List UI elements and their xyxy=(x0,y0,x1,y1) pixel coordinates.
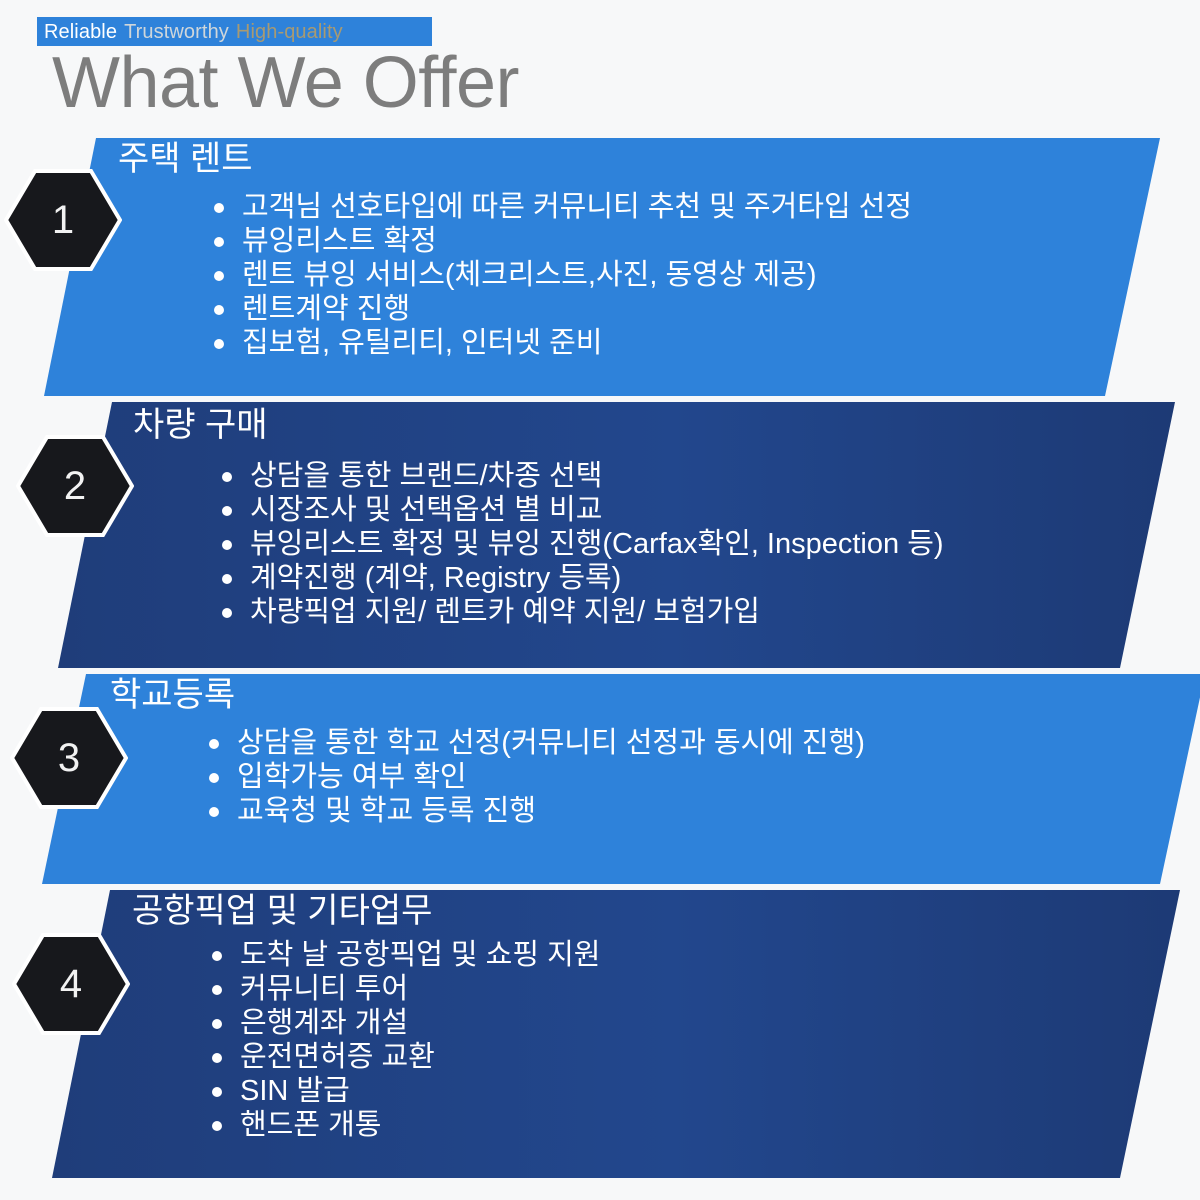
section-bullets-1: 고객님 선호타입에 따른 커뮤니티 추천 및 주거타입 선정 뷰잉리스트 확정 … xyxy=(210,190,912,360)
step-badge-2: 2 xyxy=(16,434,134,538)
list-item: 커뮤니티 투어 xyxy=(208,972,600,1006)
section-heading-4: 공항픽업 및 기타업무 xyxy=(132,892,433,930)
list-item: 시장조사 및 선택옵션 별 비교 xyxy=(218,493,944,527)
section-banner-2 xyxy=(0,402,1200,668)
tagline-word-reliable: Reliable xyxy=(44,20,118,43)
tagline-bar: Reliable Trustworthy High-quality xyxy=(37,17,432,46)
page-title: What We Offer xyxy=(52,43,519,123)
section-heading-2: 차량 구매 xyxy=(133,406,268,444)
step-badge-number-4: 4 xyxy=(59,962,83,1006)
section-bullets-3: 상담을 통한 학교 선정(커뮤니티 선정과 동시에 진행) 입학가능 여부 확인… xyxy=(205,726,865,828)
section-banner-1 xyxy=(0,138,1200,396)
tagline-word-trustworthy: Trustworthy xyxy=(124,20,229,43)
offer-section-2: 차량 구매 상담을 통한 브랜드/차종 선택 시장조사 및 선택옵션 별 비교 … xyxy=(0,402,1200,668)
offer-section-3: 학교등록 상담을 통한 학교 선정(커뮤니티 선정과 동시에 진행) 입학가능 … xyxy=(0,674,1200,884)
list-item: 상담을 통한 학교 선정(커뮤니티 선정과 동시에 진행) xyxy=(205,726,865,760)
list-item: 렌트계약 진행 xyxy=(210,292,912,326)
list-item: 렌트 뷰잉 서비스(체크리스트,사진, 동영상 제공) xyxy=(210,258,912,292)
step-badge-1: 1 xyxy=(4,168,122,272)
section-banner-3 xyxy=(0,674,1200,884)
step-badge-4: 4 xyxy=(12,932,130,1036)
list-item: 교육청 및 학교 등록 진행 xyxy=(205,794,865,828)
list-item: 집보험, 유틸리티, 인터넷 준비 xyxy=(210,326,912,360)
list-item: 계약진행 (계약, Registry 등록) xyxy=(218,561,944,595)
offer-section-4: 공항픽업 및 기타업무 도착 날 공항픽업 및 쇼핑 지원 커뮤니티 투어 은행… xyxy=(0,890,1200,1178)
section-heading-3: 학교등록 xyxy=(110,676,236,714)
step-badge-3: 3 xyxy=(10,706,128,810)
list-item: 운전면허증 교환 xyxy=(208,1040,600,1074)
section-bullets-2: 상담을 통한 브랜드/차종 선택 시장조사 및 선택옵션 별 비교 뷰잉리스트 … xyxy=(218,459,944,629)
section-banner-4 xyxy=(0,890,1200,1178)
list-item: 핸드폰 개통 xyxy=(208,1108,600,1142)
list-item: 뷰잉리스트 확정 및 뷰잉 진행(Carfax확인, Inspection 등) xyxy=(218,527,944,561)
step-badge-number-2: 2 xyxy=(63,464,87,508)
list-item: 고객님 선호타입에 따른 커뮤니티 추천 및 주거타입 선정 xyxy=(210,190,912,224)
list-item: 입학가능 여부 확인 xyxy=(205,760,865,794)
section-heading-1: 주택 렌트 xyxy=(118,140,253,178)
list-item: 은행계좌 개설 xyxy=(208,1006,600,1040)
list-item: 차량픽업 지원/ 렌트카 예약 지원/ 보험가입 xyxy=(218,595,944,629)
section-bullets-4: 도착 날 공항픽업 및 쇼핑 지원 커뮤니티 투어 은행계좌 개설 운전면허증 … xyxy=(208,938,600,1142)
list-item: SIN 발급 xyxy=(208,1074,600,1108)
list-item: 뷰잉리스트 확정 xyxy=(210,224,912,258)
step-badge-number-1: 1 xyxy=(51,198,75,242)
tagline-word-high-quality: High-quality xyxy=(235,20,343,43)
list-item: 도착 날 공항픽업 및 쇼핑 지원 xyxy=(208,938,600,972)
list-item: 상담을 통한 브랜드/차종 선택 xyxy=(218,459,944,493)
offer-section-1: 주택 렌트 고객님 선호타입에 따른 커뮤니티 추천 및 주거타입 선정 뷰잉리… xyxy=(0,138,1200,396)
step-badge-number-3: 3 xyxy=(57,736,81,780)
